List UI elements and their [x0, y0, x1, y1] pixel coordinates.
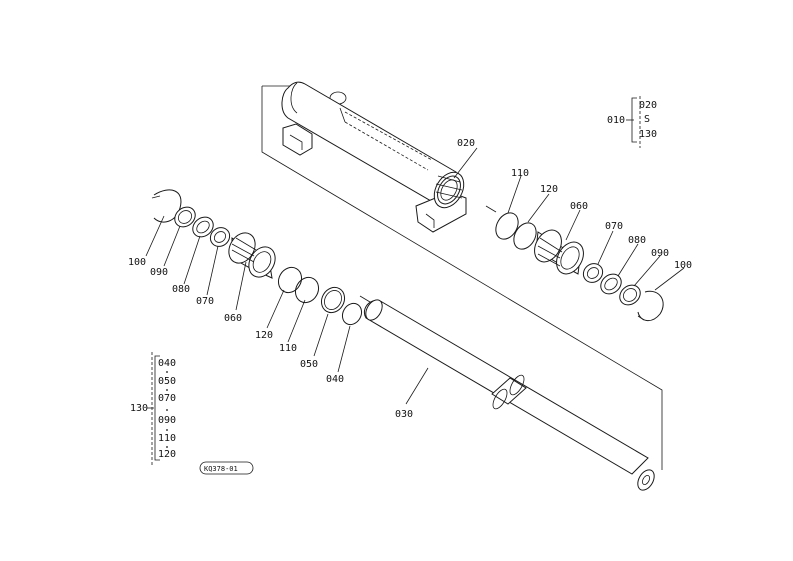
leader-lines — [145, 147, 685, 405]
label-right-100: 100 — [674, 260, 692, 271]
stamp-text: KQ378-01 — [204, 465, 238, 473]
left-parts — [151, 189, 363, 326]
label-left-070: 070 — [196, 296, 214, 307]
kit-left-item-6: 120 — [158, 449, 176, 460]
kit-left-item-3: 070 — [158, 393, 176, 404]
label-040: 040 — [326, 374, 344, 385]
label-right-090: 090 — [651, 248, 669, 259]
kit-top-tilde: S — [644, 114, 650, 125]
label-right-110: 110 — [511, 168, 529, 179]
part-labels: 020 030 110 120 060 070 080 090 100 100 … — [128, 138, 692, 420]
right-parts — [495, 212, 664, 321]
kit-left-item-5: 110 — [158, 433, 176, 444]
kit-top-parent: 010 — [607, 115, 625, 126]
piston-rod — [364, 299, 655, 491]
kit-left-item-2: 050 — [158, 376, 176, 387]
kit-top-to: 130 — [639, 129, 657, 140]
label-left-100: 100 — [128, 257, 146, 268]
kit-bracket-left: 130 040 050 070 090 110 120 — [130, 352, 176, 466]
kit-left-parent: 130 — [130, 403, 148, 414]
label-left-120: 120 — [255, 330, 273, 341]
label-left-060: 060 — [224, 313, 242, 324]
label-rod: 030 — [395, 409, 413, 420]
label-right-080: 080 — [628, 235, 646, 246]
label-barrel: 020 — [457, 138, 475, 149]
kit-left-item-1: 040 — [158, 358, 176, 369]
catalog-stamp: KQ378-01 — [199, 461, 254, 475]
label-left-090: 090 — [150, 267, 168, 278]
kit-bracket-top: 010 020 S 130 — [607, 96, 657, 148]
label-right-120: 120 — [540, 184, 558, 195]
label-right-070: 070 — [605, 221, 623, 232]
label-050: 050 — [300, 359, 318, 370]
kit-left-item-4: 090 — [158, 415, 176, 426]
label-left-110: 110 — [279, 343, 297, 354]
cylinder-barrel — [281, 81, 467, 233]
kit-top-from: 020 — [639, 100, 657, 111]
label-left-080: 080 — [172, 284, 190, 295]
label-right-060: 060 — [570, 201, 588, 212]
